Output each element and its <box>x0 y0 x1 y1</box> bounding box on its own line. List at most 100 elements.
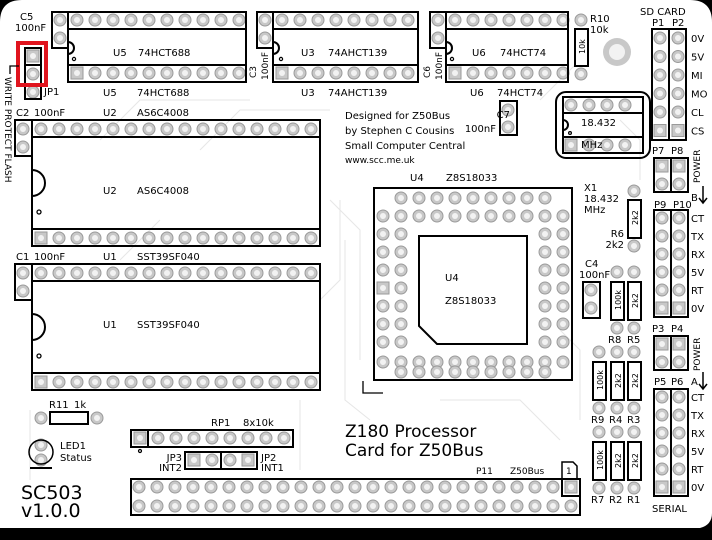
p11-pad-hole <box>316 503 322 509</box>
serial-b-pin-label: CT <box>691 214 705 225</box>
u3-pad-hole <box>351 17 357 23</box>
jp1-pad-hole <box>30 53 36 59</box>
board-title-line-1: Z180 Processor <box>345 422 476 442</box>
resistor-pad-hole <box>596 405 602 411</box>
c7-ref: C7 <box>497 110 510 121</box>
u1-pad-hole <box>290 270 296 276</box>
p6-label: P6 <box>671 377 683 388</box>
u4-pad-hole <box>452 359 458 365</box>
u5-pad-hole <box>110 17 116 23</box>
u4-pad-hole <box>488 359 494 365</box>
u2-pad-hole <box>182 235 188 241</box>
p11-pad-hole <box>352 484 358 490</box>
jp1-label: WRITE PROTECT FLASH <box>2 77 12 182</box>
r7-body <box>592 441 607 481</box>
resistor-pad-hole <box>614 349 620 355</box>
u6-pad-hole <box>470 70 476 76</box>
u6-ref: U6 <box>472 48 486 59</box>
u1-part: SST39SF040 <box>137 320 200 331</box>
p1-pad-hole <box>657 109 663 115</box>
resistor-pad-hole <box>631 485 637 491</box>
p11-pad-hole <box>370 484 376 490</box>
c4-pad-hole <box>588 287 594 293</box>
u4-pad-hole <box>380 321 386 327</box>
u4-pad-hole <box>542 303 548 309</box>
board-title-line-2: Card for Z50Bus <box>345 441 484 461</box>
u6-notch <box>445 41 453 55</box>
r10-pad-hole <box>578 17 584 23</box>
u1-pad-hole <box>272 270 278 276</box>
u4-pad-hole <box>470 359 476 365</box>
u5-pad-hole <box>182 17 188 23</box>
resistor-pad-hole <box>596 429 602 435</box>
u1-ref: U1 <box>103 320 117 331</box>
c3-pad-hole <box>262 17 268 23</box>
p11-pad-hole <box>190 484 196 490</box>
jp3-pad-hole <box>191 457 197 463</box>
c7-pad-hole <box>505 124 511 130</box>
p5-pad-hole <box>659 466 665 472</box>
r5-pad-hole <box>631 325 637 331</box>
p5-pad-hole <box>659 448 665 454</box>
jp2-outline[interactable] <box>220 451 258 470</box>
p11-pad-hole <box>460 503 466 509</box>
p11-pad-hole <box>244 503 250 509</box>
rp1-pad-hole <box>227 435 233 441</box>
u5-pad-hole <box>200 70 206 76</box>
p9-pad-hole <box>659 269 665 275</box>
p11-pad-hole <box>280 503 286 509</box>
u2-pad-hole <box>236 126 242 132</box>
u5-pad-hole <box>128 17 134 23</box>
u4-pad-hole <box>524 195 530 201</box>
u2-part: AS6C4008 <box>137 186 189 197</box>
p11-pad-hole <box>478 503 484 509</box>
p11-pad-hole <box>244 484 250 490</box>
u6-pad-hole <box>542 70 548 76</box>
p10-outline <box>670 209 689 318</box>
rp1-pad-hole <box>155 435 161 441</box>
u4-pad-hole <box>542 285 548 291</box>
resistor-pad-hole <box>596 485 602 491</box>
u1-pad-hole <box>218 270 224 276</box>
p9-pad-hole <box>659 287 665 293</box>
u6-pad-hole <box>524 17 530 23</box>
u1-pad-hole <box>146 379 152 385</box>
p11-pad-hole <box>388 503 394 509</box>
r11-ref: R11 <box>49 400 69 411</box>
u4-pad-hole <box>542 359 548 365</box>
p6-pad-hole <box>676 412 682 418</box>
p4-label: P4 <box>671 324 683 335</box>
r9-ref: R9 <box>591 415 604 426</box>
u3-ref: U3 <box>301 48 315 59</box>
jp1-bracket <box>9 65 19 74</box>
c3-ref: C3 <box>249 66 259 78</box>
p11-pad-hole <box>316 484 322 490</box>
rp1-pad-hole <box>209 435 215 441</box>
u3-pad-hole <box>405 17 411 23</box>
sd-p2-label: P2 <box>672 18 684 29</box>
p11-pad-hole <box>172 484 178 490</box>
x1-pad-hole <box>604 142 610 148</box>
u4-pad-hole <box>560 285 566 291</box>
u1-pad-hole <box>164 379 170 385</box>
u2-pad-hole <box>164 235 170 241</box>
u4-socket-outline <box>373 187 573 381</box>
jp1-highlight-box[interactable] <box>16 41 48 87</box>
u1-pin1-dot <box>36 353 42 359</box>
u4-pad-hole <box>398 339 404 345</box>
p11-pad-hole <box>514 484 520 490</box>
serial-a-pin-label: TX <box>690 411 704 422</box>
x1-pad-hole <box>604 102 610 108</box>
p6-pad-hole <box>676 448 682 454</box>
power-b-label: POWER <box>693 150 703 183</box>
p11-pad-hole <box>424 484 430 490</box>
u2-pad-hole <box>164 126 170 132</box>
p11-pad-hole <box>190 503 196 509</box>
u4-part-silk: Z8S18033 <box>446 173 497 184</box>
x1-unit-silk: MHz <box>584 205 605 216</box>
p11-pad-hole <box>226 484 232 490</box>
u1-pad-hole <box>200 270 206 276</box>
u5-pad-hole <box>146 17 152 23</box>
